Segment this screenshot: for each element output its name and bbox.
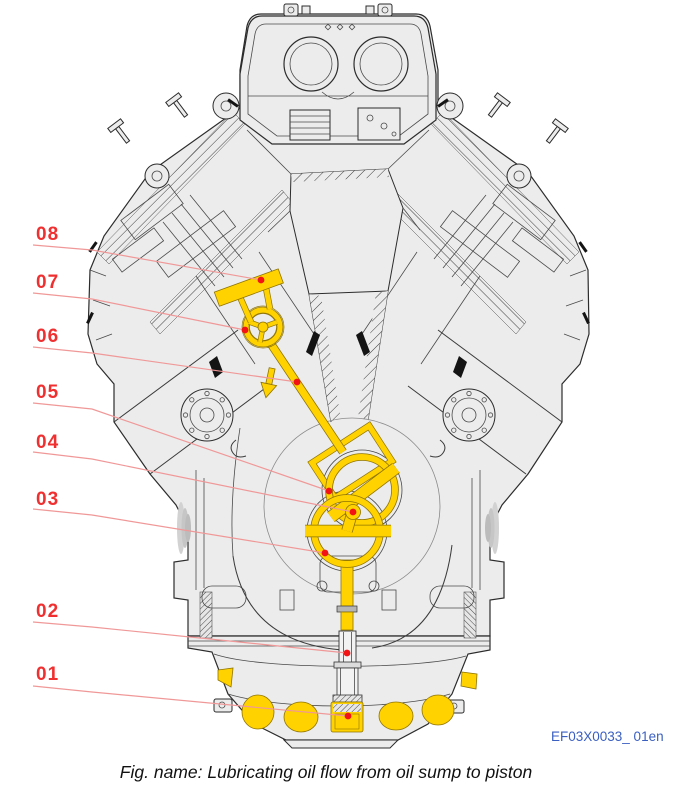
callout-leader-line [32,402,330,492]
callout-07: 07 [32,272,249,334]
callout-label: 05 [36,382,59,403]
callout-target-dot [344,712,352,720]
figure-caption: Fig. name: Lubricating oil flow from oil… [119,762,533,782]
callout-label: 02 [36,601,59,622]
callout-03: 03 [32,489,329,557]
callout-target-dot [257,276,265,284]
callout-leader-line [32,508,326,554]
callout-02: 02 [32,601,351,657]
callout-leader-line [32,244,262,281]
oil-spray-arrow [260,367,278,399]
callout-05: 05 [32,382,333,495]
crankshaft-journals [305,421,400,568]
oil-nozzle-mark [306,331,320,356]
top-bolt [283,3,393,17]
callout-01: 01 [32,664,352,720]
callout-target-dot [343,649,351,657]
callout-target-dot [241,326,249,334]
callout-label: 08 [36,224,59,245]
manifold-boss [180,388,234,442]
callout-layer: 08 07 06 05 04 03 02 01 [32,224,357,720]
callout-label: 07 [36,272,59,293]
valve-cover-stud [107,118,131,144]
camshaft-bore-left [283,36,339,92]
callout-leader-line [32,621,348,654]
left-cylinder-bank [86,92,319,639]
valve-cover-stud [165,92,189,118]
callout-label: 01 [36,664,59,685]
oil-pools [217,667,478,733]
callout-leader-line [32,292,246,331]
callout-08: 08 [32,224,265,284]
callout-label: 06 [36,326,59,347]
callout-target-dot [349,508,357,516]
callout-leader-line [32,451,354,513]
oil-suction-pipe [332,559,363,703]
crank-web-bar [327,463,400,522]
center-vee-section [246,129,430,423]
callout-06: 06 [32,326,301,386]
top-gear-housing [239,3,437,145]
callout-04: 04 [32,432,357,516]
figure-id-code: EF03X0033_ 01en [551,729,664,744]
callout-label: 04 [36,432,59,453]
callout-target-dot [293,378,301,386]
callout-label: 03 [36,489,59,510]
callout-target-dot [325,487,333,495]
callout-leader-line [32,685,349,717]
callout-leader-line [32,346,298,383]
piston-crown [213,268,284,307]
connecting-rod [266,339,346,454]
callout-target-dot [321,549,329,557]
lubricating-oil-path [213,268,478,733]
oil-nozzle-mark [356,331,370,356]
camshaft-bore-right [353,36,409,92]
